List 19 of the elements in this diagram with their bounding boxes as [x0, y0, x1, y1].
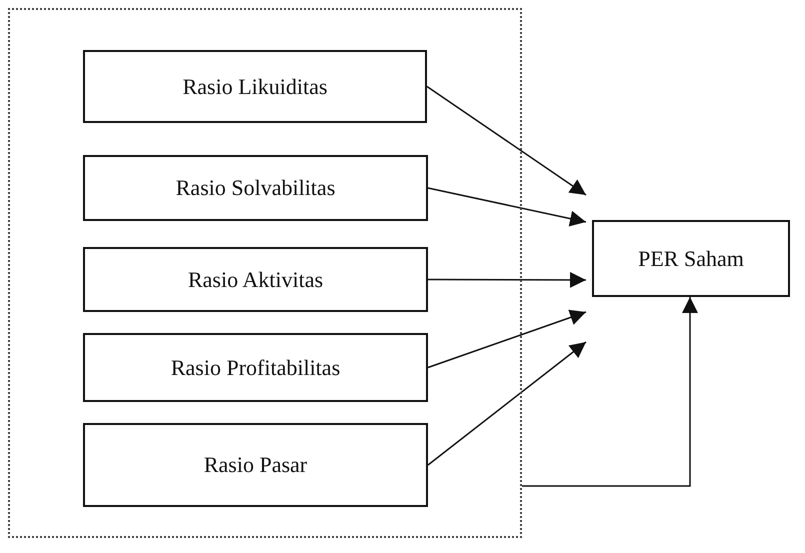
arrow	[428, 341, 586, 466]
box-label: Rasio Pasar	[204, 452, 308, 478]
box-label: Rasio Likuiditas	[182, 74, 328, 100]
process-box	[83, 333, 428, 402]
group-frame	[8, 8, 522, 538]
arrow	[428, 187, 586, 226]
arrow	[426, 86, 586, 196]
process-box	[592, 220, 790, 297]
arrow	[428, 272, 586, 288]
process-box	[83, 50, 427, 123]
arrow	[428, 310, 586, 368]
box-label: Rasio Solvabilitas	[176, 175, 336, 201]
box-label: PER Saham	[638, 246, 744, 272]
process-box	[83, 155, 428, 221]
box-label: Rasio Aktivitas	[188, 266, 324, 292]
arrow	[522, 297, 698, 487]
process-box	[83, 423, 428, 507]
process-box	[83, 247, 428, 312]
box-label: Rasio Profitabilitas	[170, 354, 340, 380]
